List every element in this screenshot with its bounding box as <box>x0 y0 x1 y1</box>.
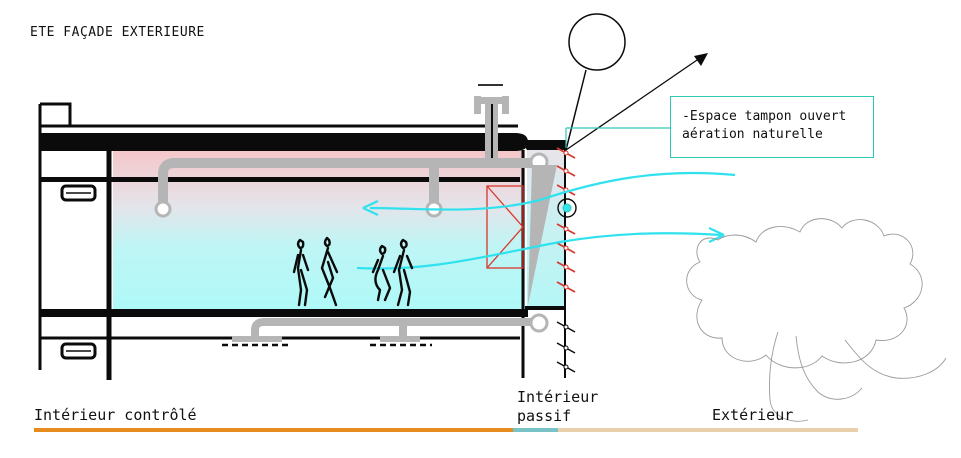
callout-arrow-line <box>565 57 701 151</box>
callout-text-line1: -Espace tampon ouvert <box>682 109 847 124</box>
ceiling-beam <box>40 177 520 182</box>
airflow-out-arrow-head <box>708 227 725 243</box>
airflow-out-arrow <box>356 232 723 270</box>
roof-vent-cap-right <box>502 96 509 114</box>
buffer-duct-wedge <box>528 165 557 305</box>
facade-target-dot <box>562 203 572 213</box>
left-parapet <box>40 102 72 126</box>
roof-vent-cap-left <box>474 96 481 114</box>
duct-diffuser-left <box>154 200 172 218</box>
duct-intake-lower <box>529 313 549 333</box>
callout-frame <box>670 96 874 158</box>
facade-target-marker <box>557 198 577 218</box>
callout-arrow-head <box>694 53 708 66</box>
people-sketch <box>292 236 414 307</box>
callout-text-line2: aération naturelle <box>682 127 823 142</box>
floor-grille-left <box>232 336 282 342</box>
floor-grille-right <box>380 336 420 342</box>
sun-icon <box>568 13 626 71</box>
facade-louver-joints-lower <box>563 324 569 370</box>
roof-vent-cap <box>476 97 507 104</box>
ceiling-duct <box>158 158 538 208</box>
zone-label-interieur-controle: Intérieur contrôlé <box>34 406 197 424</box>
tree-sketch <box>686 218 947 422</box>
floor-duct <box>251 318 539 338</box>
sun-ray-line <box>565 69 587 151</box>
airflow-in-arrow-head <box>362 200 379 216</box>
zone-bar-interieur-controle <box>34 428 513 432</box>
facade-louver-joints <box>563 150 569 290</box>
page-title: ETE FAÇADE EXTERIEURE <box>30 25 205 40</box>
floor-slab <box>40 309 528 317</box>
roof-slab <box>40 133 528 151</box>
buffer-floor <box>525 306 565 310</box>
buffer-roof <box>520 140 565 150</box>
airflow-in-arrow <box>369 171 736 211</box>
room-air-gradient <box>113 150 525 310</box>
zone-label-interieur-passif: Intérieur passif <box>517 388 599 425</box>
zone-bar-exterieur <box>558 428 858 432</box>
zone-bar-interieur-passif <box>513 428 558 432</box>
zone-label-exterieur: Extérieur <box>712 406 794 424</box>
